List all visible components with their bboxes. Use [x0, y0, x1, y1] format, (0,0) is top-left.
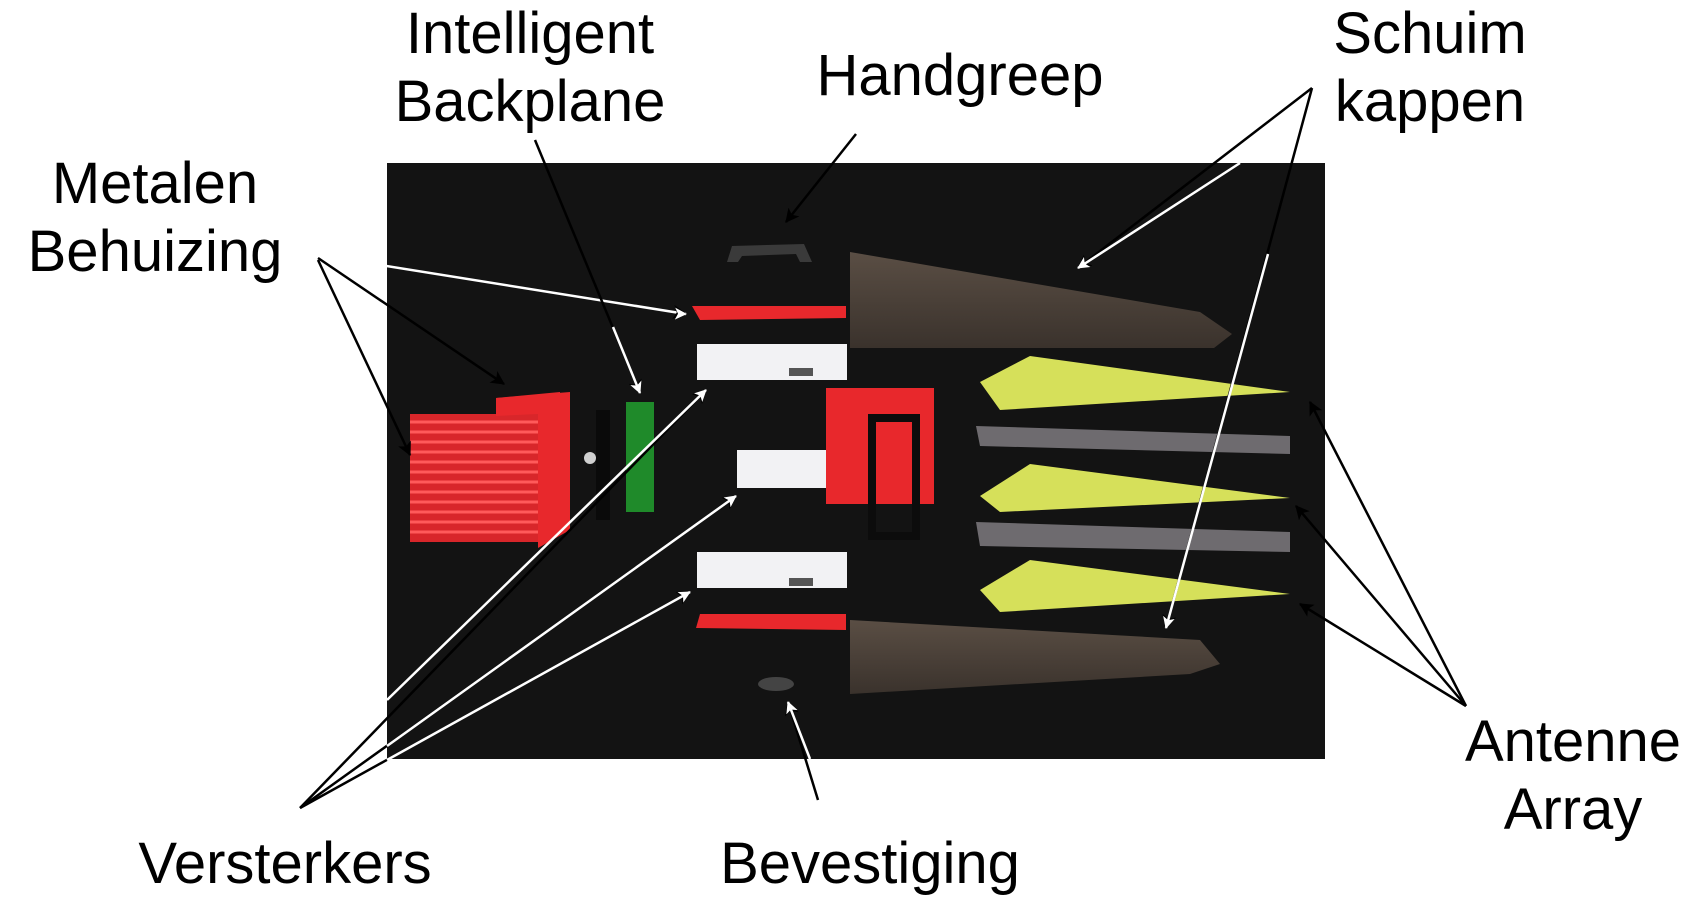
connector-frame [868, 414, 920, 540]
arrow-schuim-1 [1077, 87, 1313, 269]
handle-part [727, 244, 812, 262]
arrow-handgreep [785, 133, 857, 223]
arrow-behuizing-1 [317, 253, 688, 319]
separator-plate-2 [976, 522, 1290, 552]
label-metalen-behuizing: Metalen Behuizing [27, 151, 283, 284]
foam-cap-bottom [850, 620, 1220, 694]
arrow-versterkers-1 [299, 389, 707, 809]
label-handgreep: Handgreep [816, 43, 1104, 108]
arrow-behuizing-2 [317, 256, 505, 386]
antenna-board-3 [980, 560, 1290, 612]
top-cover-plate [692, 306, 846, 320]
label-antenne-array: Antenne Array [1464, 709, 1682, 842]
label-intelligent-backplane: Intelligent Backplane [394, 1, 666, 134]
arrow-antenne-2 [1295, 505, 1467, 707]
arrow-antenne-1 [1308, 400, 1468, 707]
foam-cap-top [850, 252, 1232, 348]
label-versterkers: Versterkers [138, 831, 432, 896]
arrow-antenne-3 [1299, 602, 1467, 708]
amplifier-module-bottom [697, 552, 847, 588]
amplifier-module-top [697, 344, 847, 380]
antenna-board-1 [980, 356, 1290, 410]
label-schuim-kappen: Schuim kappen [1333, 1, 1527, 134]
callout-arrows-on-panel [386, 161, 1270, 762]
bottom-cover-plate [696, 614, 846, 630]
mount-knob [758, 677, 794, 691]
label-bevestiging: Bevestiging [720, 831, 1020, 896]
antenna-board-2 [980, 464, 1290, 512]
arrow-behuizing-3 [316, 259, 412, 457]
separator-plate-1 [976, 426, 1290, 454]
